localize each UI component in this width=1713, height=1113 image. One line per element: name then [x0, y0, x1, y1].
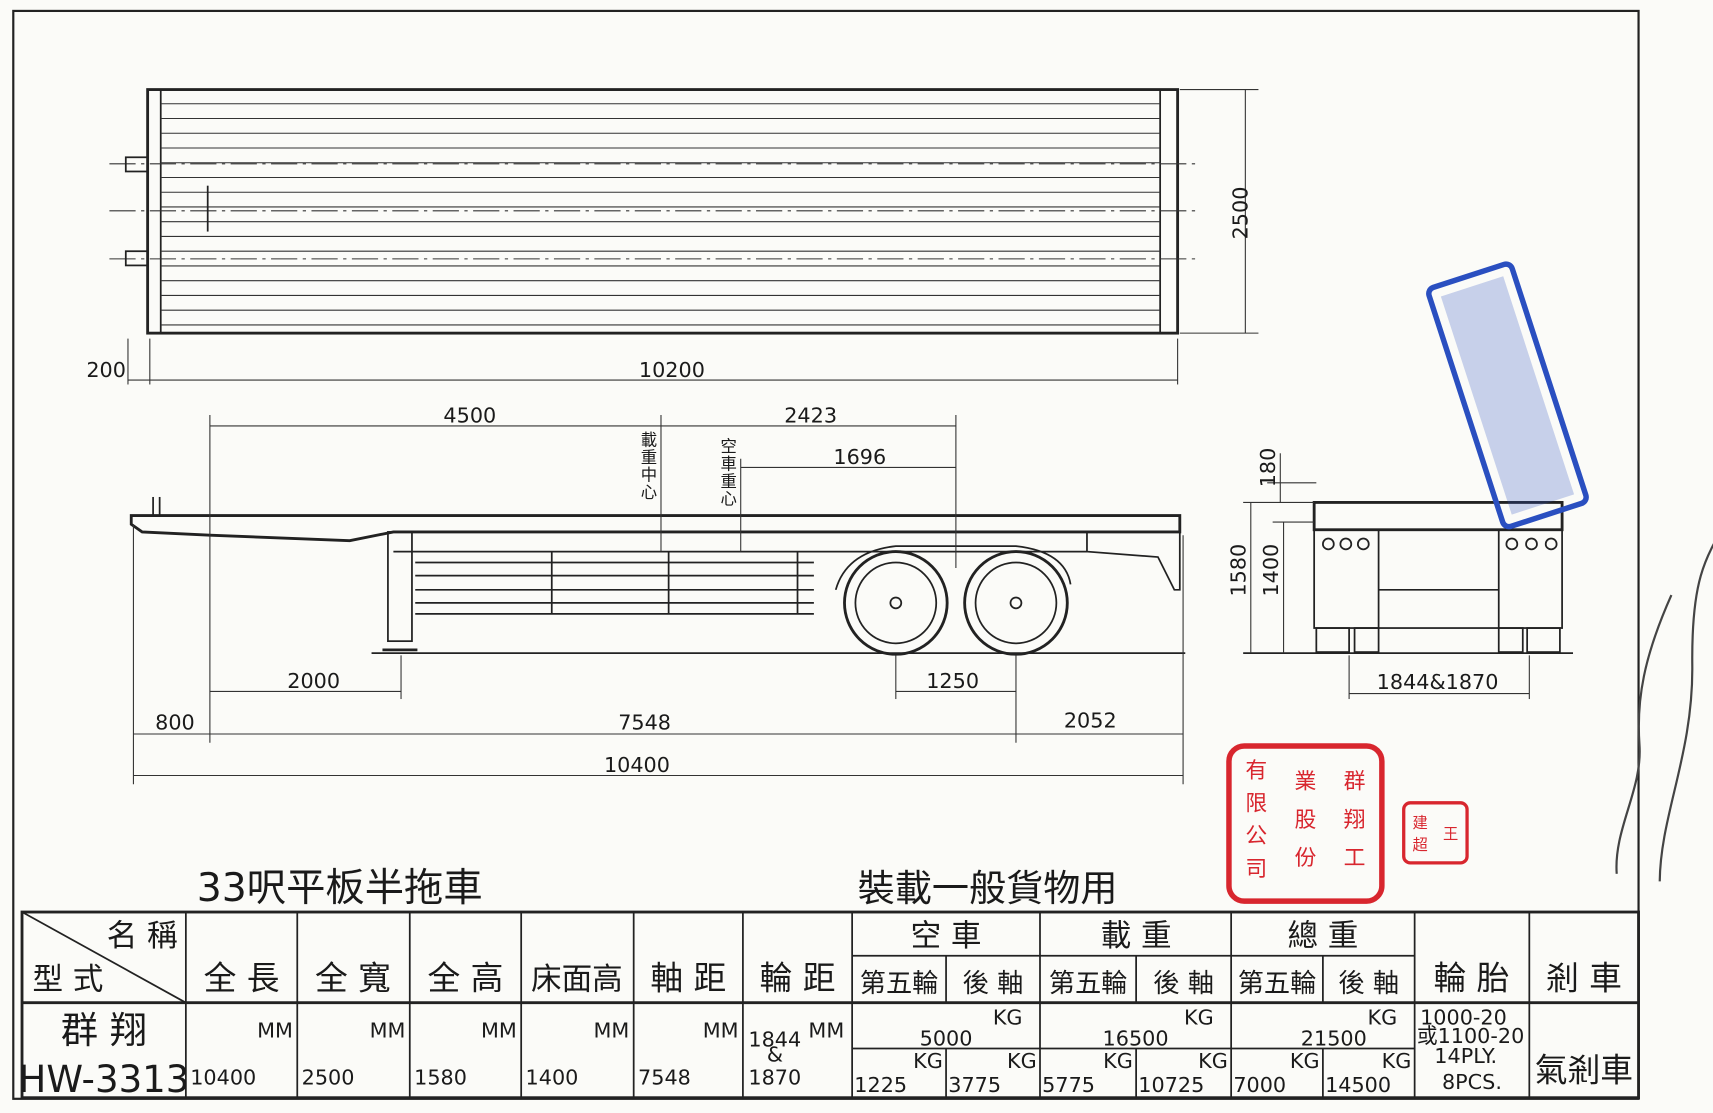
header-tire: 輪 胎: [1433, 960, 1509, 998]
dim-7548: 7548: [618, 711, 671, 735]
header-wheelbase: 軸 距: [650, 960, 726, 998]
dim-2052: 2052: [1064, 708, 1117, 732]
dim-180: 180: [1256, 448, 1280, 488]
subheader-rear-axle: 後 軸: [1338, 969, 1399, 999]
wheel-rear: [963, 550, 1069, 656]
unit-kg: KG: [913, 1049, 943, 1073]
unit-mm: MM: [703, 1019, 739, 1043]
dim-1400: 1400: [1259, 544, 1283, 597]
header-brake: 剎 車: [1546, 960, 1622, 998]
unit-mm: MM: [594, 1019, 630, 1043]
sheet-border: [12, 9, 1640, 1100]
dim-1580: 1580: [1226, 544, 1250, 597]
handwritten-note: [1615, 516, 1713, 882]
unit-kg: KG: [1290, 1049, 1320, 1073]
weight-split-value: 5775: [1042, 1073, 1095, 1097]
dim-4500: 4500: [443, 404, 496, 428]
dim-2000: 2000: [287, 669, 340, 693]
weight-total: 16500: [1103, 1026, 1169, 1050]
unit-kg: KG: [1367, 1006, 1397, 1030]
dim-2423: 2423: [784, 404, 837, 428]
tire-line-3: 14PLY.: [1434, 1044, 1497, 1068]
dim-1250: 1250: [926, 669, 979, 693]
unit-kg: KG: [1198, 1049, 1228, 1073]
company-seal-text: 群翔工業股份有限公司: [1245, 759, 1365, 882]
model-name: 群 翔: [61, 1009, 147, 1052]
header-length: 全 長: [204, 960, 280, 998]
tire-line-2: 或1100-20: [1417, 1024, 1524, 1048]
track-bottom: 1870: [748, 1066, 801, 1090]
header-gross-weight: 總 重: [1287, 919, 1358, 954]
weight-split-value: 1225: [854, 1073, 907, 1097]
subheader-rear-axle: 後 軸: [963, 969, 1024, 999]
dim-offset-200: 200: [86, 358, 126, 382]
header-empty-weight: 空 車: [911, 919, 982, 954]
corner-model-label: 型 式: [32, 963, 103, 998]
header-width: 全 寬: [315, 960, 391, 998]
weight-split-value: 7000: [1233, 1073, 1286, 1097]
corner-name-label: 名 稱: [107, 919, 178, 954]
weight-total: 5000: [920, 1026, 973, 1050]
header-track: 輪 距: [760, 960, 836, 998]
header-deck-height: 床面高: [531, 963, 623, 998]
subheader-fifth-wheel: 第五輪: [860, 969, 939, 999]
dim-track: 1844&1870: [1377, 670, 1499, 694]
spec-value: 1400: [526, 1066, 579, 1090]
blue-stamp: [1426, 261, 1589, 530]
unit-mm: MM: [257, 1019, 293, 1043]
drawing-title: 33呎平板半拖車: [197, 866, 483, 911]
tire-line-1: 1000-20: [1420, 1006, 1507, 1030]
top-view: 2500 10200 200: [86, 88, 1259, 385]
dim-800: 800: [155, 711, 195, 735]
model-code: HW-3313: [18, 1058, 189, 1101]
spec-value: 1580: [414, 1066, 467, 1090]
unit-kg: KG: [1007, 1049, 1037, 1073]
personal-seal-text: 王建超: [1412, 814, 1458, 854]
unit-mm: MM: [370, 1019, 406, 1043]
track-unit: MM: [808, 1019, 844, 1043]
brake-value: 氣剎車: [1535, 1051, 1633, 1089]
spec-value: 10400: [190, 1066, 256, 1090]
dim-10400: 10400: [604, 753, 670, 777]
tire-line-4: 8PCS.: [1442, 1070, 1502, 1094]
spec-value: 7548: [638, 1066, 691, 1090]
company-seal: 群翔工業股份有限公司: [1226, 743, 1385, 904]
unit-kg: KG: [993, 1006, 1023, 1030]
unit-kg: KG: [1103, 1049, 1133, 1073]
rear-view: 180 1580 1400 1844&1870: [1226, 448, 1574, 700]
weight-split-value: 3775: [948, 1073, 1001, 1097]
unit-kg: KG: [1184, 1006, 1214, 1030]
unit-mm: MM: [481, 1019, 517, 1043]
landing-gear: [387, 531, 413, 643]
subheader-rear-axle: 後 軸: [1153, 969, 1214, 999]
dim-length-10200: 10200: [639, 358, 705, 382]
subheader-fifth-wheel: 第五輪: [1238, 969, 1317, 999]
track-top: 1844: [748, 1027, 801, 1051]
side-view: 4500 2423 1696 載重中心 空車重心 2000 1250 800 7…: [129, 404, 1186, 785]
unit-kg: KG: [1382, 1049, 1412, 1073]
header-load-weight: 載 重: [1101, 919, 1172, 954]
spec-table: 名 稱 型 式 全 長 全 寬 全 高 床面高 軸 距 輪 距 空 車 載 重 …: [18, 910, 1640, 1101]
personal-seal: 王建超: [1402, 801, 1469, 865]
wheel-front: [843, 550, 949, 656]
label-load-center: 載重中心: [641, 431, 657, 502]
dim-width-2500: 2500: [1229, 187, 1253, 240]
weight-split-value: 10725: [1138, 1073, 1204, 1097]
subheader-fifth-wheel: 第五輪: [1049, 969, 1128, 999]
spec-value: 2500: [302, 1066, 355, 1090]
track-amp: &: [767, 1043, 783, 1067]
weight-total: 21500: [1301, 1026, 1367, 1050]
header-height: 全 高: [428, 960, 504, 998]
weight-split-value: 14500: [1325, 1073, 1391, 1097]
label-empty-cg: 空車重心: [721, 437, 737, 508]
drawing-purpose: 裝載一般貨物用: [858, 867, 1118, 910]
dim-1696: 1696: [833, 445, 886, 469]
